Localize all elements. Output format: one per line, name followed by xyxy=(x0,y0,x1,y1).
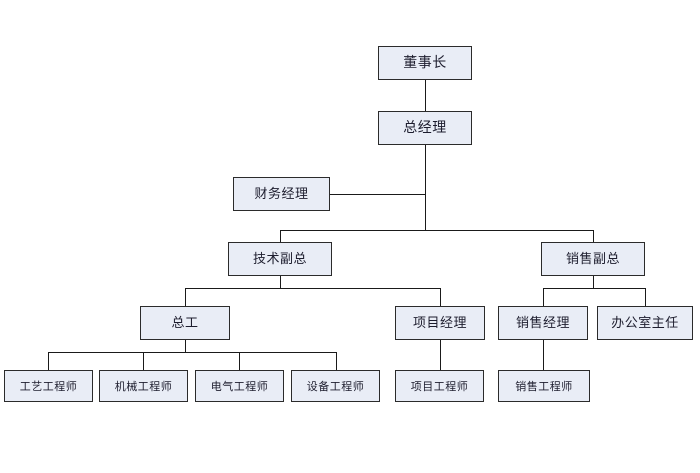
connector-gm-down-trunk xyxy=(425,145,426,230)
connector-finance-branch-horizontal xyxy=(330,194,425,195)
connector-chief-engineer-riser xyxy=(185,288,186,306)
org-node-project-engineer[interactable]: 项目工程师 xyxy=(395,370,484,402)
connector-tech-vp-riser xyxy=(280,230,281,242)
connector-electrical-engineer-riser xyxy=(239,352,240,370)
connector-mechanical-engineer-riser xyxy=(143,352,144,370)
org-node-mechanical-engineer[interactable]: 机械工程师 xyxy=(99,370,188,402)
connector-sales-vp-riser xyxy=(593,230,594,242)
org-node-office-director[interactable]: 办公室主任 xyxy=(597,306,693,340)
connector-engineers-bus xyxy=(48,352,336,353)
connector-chairman-to-gm xyxy=(425,80,426,111)
org-node-equipment-engineer[interactable]: 设备工程师 xyxy=(291,370,380,402)
connector-sales-manager-to-engineer xyxy=(543,340,544,370)
connector-process-engineer-riser xyxy=(48,352,49,370)
connector-chief-engineer-drop xyxy=(185,340,186,352)
connector-project-manager-to-engineer xyxy=(440,340,441,370)
connector-equipment-engineer-riser xyxy=(336,352,337,370)
org-node-chief-engineer[interactable]: 总工 xyxy=(140,306,230,340)
connector-sales-children-bus xyxy=(543,288,645,289)
connector-office-director-riser xyxy=(645,288,646,306)
connector-sales-manager-riser xyxy=(543,288,544,306)
org-node-tech-vp[interactable]: 技术副总 xyxy=(228,242,332,276)
connector-tech-children-bus xyxy=(185,288,440,289)
org-node-finance-manager[interactable]: 财务经理 xyxy=(233,177,330,211)
connector-tech-vp-drop xyxy=(280,276,281,288)
org-node-sales-manager[interactable]: 销售经理 xyxy=(498,306,588,340)
connector-project-manager-riser xyxy=(440,288,441,306)
org-node-chairman[interactable]: 董事长 xyxy=(378,46,472,80)
connector-vp-bus-horizontal xyxy=(280,230,593,231)
org-node-general-manager[interactable]: 总经理 xyxy=(378,111,472,145)
org-node-electrical-engineer[interactable]: 电气工程师 xyxy=(195,370,284,402)
org-node-sales-vp[interactable]: 销售副总 xyxy=(541,242,645,276)
org-node-sales-engineer[interactable]: 销售工程师 xyxy=(498,370,590,402)
connector-sales-vp-drop xyxy=(593,276,594,288)
org-node-process-engineer[interactable]: 工艺工程师 xyxy=(4,370,93,402)
org-node-project-manager[interactable]: 项目经理 xyxy=(395,306,485,340)
